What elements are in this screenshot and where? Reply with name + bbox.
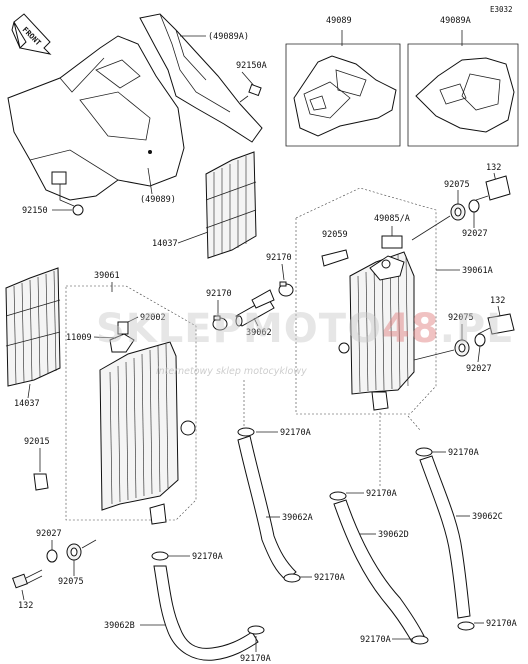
guard-box-49089A <box>407 30 519 147</box>
clamp-92170A-h-icon <box>247 625 265 635</box>
clamp-92170A-e-icon <box>415 447 433 457</box>
label-92170A-g: 92170A <box>192 552 223 562</box>
label-92027-c: 92027 <box>466 364 492 374</box>
bolt-132-c-icon <box>477 313 515 335</box>
clip-92150-icon <box>51 171 84 216</box>
label-92170-a: 92170 <box>266 253 292 263</box>
clamp-92170A-c-icon <box>329 491 347 501</box>
bolt-132-b-icon <box>475 175 511 201</box>
label-132-b: 132 <box>486 163 501 173</box>
shop-watermark: SKLEPMOTO48.PL internetowy sklep motocyk… <box>96 306 513 377</box>
label-14037-b: 14037 <box>14 399 40 409</box>
label-92170A-f: 92170A <box>486 619 517 629</box>
grommet-92075-c-icon <box>454 339 470 357</box>
label-11009: 11009 <box>66 333 92 343</box>
clamp-92170A-d-icon <box>411 635 429 645</box>
left-radiator-39061 <box>65 285 197 525</box>
label-92075-c: 92075 <box>448 313 474 323</box>
label-92170A-a: 92170A <box>280 428 311 438</box>
label-49089A-ref: (49089A) <box>208 32 249 42</box>
washer-92027-b-icon <box>468 199 480 213</box>
label-49089A: 49089A <box>440 16 471 26</box>
radiator-grille-center <box>205 151 257 259</box>
label-92059: 92059 <box>322 230 348 240</box>
left-radiator-shroud <box>7 35 185 201</box>
watermark-mid: MOTO <box>243 306 382 352</box>
label-92027-b: 92027 <box>462 229 488 239</box>
hose-39062A <box>237 435 297 581</box>
label-14037-a: 14037 <box>152 239 178 249</box>
label-92170A-b: 92170A <box>314 573 345 583</box>
label-92015: 92015 <box>24 437 50 447</box>
label-49089-ref: (49089) <box>140 195 176 205</box>
watermark-tagline: internetowy sklep motocyklowy <box>156 366 307 377</box>
washer-92027-icon <box>46 549 58 563</box>
clamp-92170-b-icon <box>212 315 228 331</box>
label-92002: 92002 <box>140 313 166 323</box>
hose-92059 <box>321 249 349 267</box>
bolt-92150A-icon <box>239 83 262 103</box>
guard-box-49089 <box>285 30 401 147</box>
cap-49085A-icon <box>381 226 403 249</box>
right-radiator-39061A <box>295 187 437 415</box>
label-92170-b: 92170 <box>206 289 232 299</box>
label-92150: 92150 <box>22 206 48 216</box>
hose-39062C <box>419 455 471 619</box>
front-arrow-icon: FRONT <box>11 13 52 55</box>
label-39062C: 39062C <box>472 512 503 522</box>
clamp-92170A-a-icon <box>237 427 255 437</box>
grommet-92075-icon <box>66 543 82 561</box>
label-39061A: 39061A <box>462 266 493 276</box>
label-39062: 39062 <box>246 328 272 338</box>
hose-39062D <box>333 499 425 643</box>
watermark-left: SKLEP <box>96 306 243 352</box>
watermark-num: 48 <box>382 306 440 352</box>
clip-92015-icon <box>33 473 49 491</box>
label-49085A: 49085/A <box>374 214 410 224</box>
label-92170A-c: 92170A <box>366 489 397 499</box>
label-132-a: 132 <box>18 601 33 611</box>
grommet-92075-b-icon <box>450 203 466 221</box>
label-92170A-h: 92170A <box>240 654 271 664</box>
label-92170A-d: 92170A <box>360 635 391 645</box>
label-92075-a: 92075 <box>58 577 84 587</box>
label-39061: 39061 <box>94 271 120 281</box>
bolt-132-a-icon <box>12 569 43 589</box>
svg-text:SKLEPMOTO48.PL: SKLEPMOTO48.PL <box>96 306 513 352</box>
label-92075-b: 92075 <box>444 180 470 190</box>
left-inner-shroud <box>139 13 263 143</box>
clamp-92170-a-icon <box>278 281 294 297</box>
label-39062B: 39062B <box>104 621 135 631</box>
hose-39062 <box>235 289 275 327</box>
diagram-code: E3032 <box>490 5 513 14</box>
clamp-92170A-b-icon <box>283 573 301 583</box>
label-132-c: 132 <box>490 296 505 306</box>
label-39062D: 39062D <box>378 530 409 540</box>
clamp-92170A-g-icon <box>151 551 169 561</box>
watermark-right: .PL <box>440 306 513 352</box>
radiator-grille-left <box>5 267 61 387</box>
label-92170A-e: 92170A <box>448 448 479 458</box>
label-92150A: 92150A <box>236 61 267 71</box>
label-92027-a: 92027 <box>36 529 62 539</box>
label-49089: 49089 <box>326 16 352 26</box>
clamp-92170A-f-icon <box>457 621 475 631</box>
label-39062A: 39062A <box>282 513 313 523</box>
hose-39062B <box>153 565 259 661</box>
